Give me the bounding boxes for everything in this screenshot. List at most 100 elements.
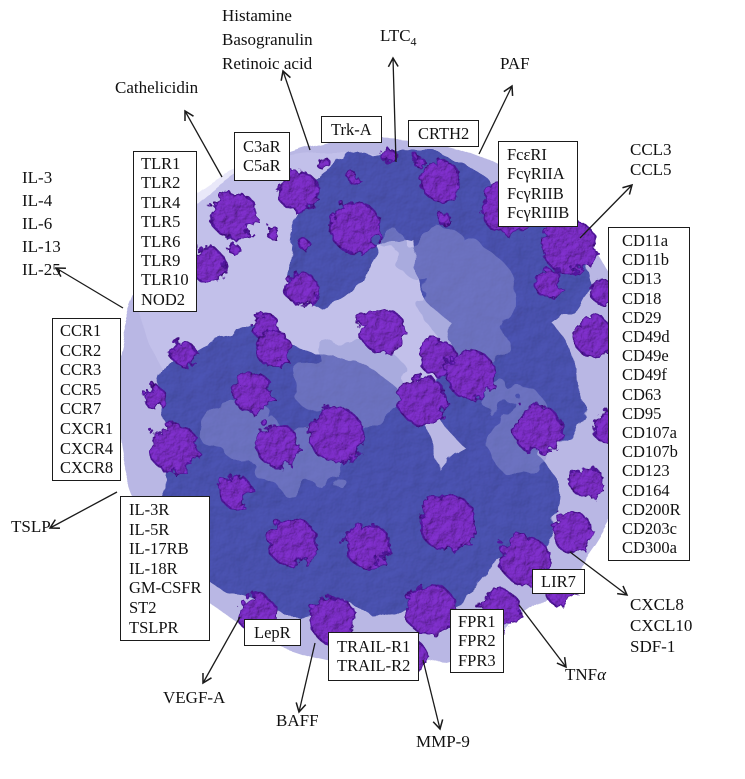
label-ltc4: LTC4 <box>380 26 417 49</box>
receptor-name: FcεRI <box>507 145 547 164</box>
receptor-name: TRAIL-R1 <box>337 637 411 656</box>
receptor-name: IL-18R <box>129 558 178 578</box>
receptor-name: FPR3 <box>458 650 496 670</box>
receptor-name: IL-17RB <box>129 539 189 559</box>
mediator-name: Retinoic acid <box>222 54 313 73</box>
receptor-name: FPR1 <box>458 612 496 631</box>
label-interleukins: IL-3 IL-4 IL-6 IL-13 IL-25 <box>22 166 61 281</box>
receptor-name: TLR4 <box>141 192 181 212</box>
receptor-name: TLR9 <box>141 251 181 271</box>
cd-marker-name: CD11a <box>622 231 669 250</box>
receptor-name: Trk-A <box>331 120 372 139</box>
receptor-name: TLR6 <box>141 231 181 251</box>
receptor-name: ST2 <box>129 597 157 617</box>
arrow-cxcl <box>569 551 629 596</box>
mediator-name: CXCL10 <box>630 616 693 635</box>
mediator-name: IL-25 <box>22 260 61 279</box>
mediator-name: IL-13 <box>22 237 61 256</box>
receptor-name: NOD2 <box>141 289 185 309</box>
receptor-name: CXCR1 <box>60 418 114 438</box>
receptor-name: TLR1 <box>141 154 181 173</box>
label-paf: PAF <box>500 54 530 73</box>
receptor-name: CXCR8 <box>60 458 114 478</box>
cd-marker-name: CD13 <box>622 269 662 289</box>
receptor-name: TSLPR <box>129 617 179 637</box>
receptor-name: TRAIL-R2 <box>337 656 411 676</box>
receptor-name: GM-CSFR <box>129 578 202 598</box>
receptor-name: TLR10 <box>141 270 189 290</box>
cd-marker-name: CD95 <box>622 403 662 423</box>
cd-marker-name: CD18 <box>622 288 662 308</box>
crth2-receptor-box: CRTH2 <box>408 120 480 148</box>
cd-marker-name: CD107a <box>622 423 677 443</box>
receptor-name: IL-3R <box>129 500 170 519</box>
receptor-name: FcγRIIA <box>507 164 565 184</box>
receptor-name: CCR5 <box>60 379 102 399</box>
mediator-name: CXCL8 <box>630 595 684 614</box>
receptor-name: CXCR4 <box>60 438 114 458</box>
receptor-name: FcγRIIB <box>507 183 564 203</box>
cd-marker-name: CD123 <box>622 461 670 481</box>
receptor-name: FPR2 <box>458 631 496 651</box>
arrow-ltc4 <box>387 56 399 163</box>
granules <box>140 144 621 668</box>
annotation-arrows <box>48 56 634 731</box>
mediator-name: Basogranulin <box>222 30 313 49</box>
arrow-ccl <box>579 183 634 239</box>
label-ccl-chemokines: CCL3 CCL5 <box>630 140 672 180</box>
receptor-name: CCR7 <box>60 399 102 419</box>
mediator-name: Histamine <box>222 6 292 25</box>
receptor-name: C3aR <box>243 137 281 156</box>
label-cathelicidin: Cathelicidin <box>115 78 199 97</box>
arrow-paf <box>478 84 514 155</box>
receptor-name: LepR <box>254 623 291 642</box>
mediator-name: IL-6 <box>22 214 53 233</box>
receptor-name: CRTH2 <box>418 124 470 143</box>
cd-marker-name: CD164 <box>622 480 670 500</box>
receptor-name: TLR5 <box>141 212 181 232</box>
chemokine-receptor-box: CCR1 CCR2 CCR3 CCR5 CCR7 CXCR1 CXCR4 CXC… <box>52 318 122 481</box>
fc-receptor-box: FcεRI FcγRIIA FcγRIIB FcγRIIIB <box>498 141 579 227</box>
receptor-name: LIR7 <box>541 572 576 591</box>
receptor-name: FcγRIIIB <box>507 203 570 223</box>
receptor-name: CCR3 <box>60 360 102 380</box>
receptor-name: CCR1 <box>60 321 102 340</box>
label-vegfa: VEGF-A <box>163 688 226 707</box>
cd-marker-name: CD63 <box>622 384 662 404</box>
cd-marker-name: CD11b <box>622 250 670 270</box>
fpr-receptor-box: FPR1 FPR2 FPR3 <box>450 609 504 674</box>
lir7-receptor-box: LIR7 <box>532 569 585 595</box>
arrow-vegfa <box>202 616 241 685</box>
tlr-receptor-box: TLR1 TLR2 TLR4 TLR5 TLR6 TLR9 TLR10 NOD2 <box>133 151 197 313</box>
trail-receptor-box: TRAIL-R1 TRAIL-R2 <box>328 632 420 681</box>
cd-marker-box: CD11a CD11b CD13 CD18 CD29 CD49d CD49e C… <box>608 227 690 562</box>
arrow-cathelicidin <box>184 109 223 178</box>
receptor-name: TLR2 <box>141 173 181 193</box>
cd-marker-name: CD29 <box>622 307 662 327</box>
cd-marker-name: CD203c <box>622 519 677 539</box>
mediator-name: CCL5 <box>630 160 672 179</box>
receptor-name: IL-5R <box>129 519 170 539</box>
mediator-name: CCL3 <box>630 140 672 159</box>
receptor-name: C5aR <box>243 156 281 176</box>
arrow-tslp <box>48 491 118 529</box>
cd-marker-name: CD300a <box>622 538 677 558</box>
lepr-receptor-box: LepR <box>244 619 301 647</box>
arrow-histamine <box>280 69 311 151</box>
cytokine-receptor-box: IL-3R IL-5R IL-17RB IL-18R GM-CSFR ST2 T… <box>120 496 211 642</box>
trka-receptor-box: Trk-A <box>321 116 382 144</box>
label-baff: BAFF <box>276 711 319 730</box>
label-secreted-mediators: Histamine Basogranulin Retinoic acid <box>222 4 313 76</box>
mediator-name: IL-3 <box>22 168 53 187</box>
label-tslp: TSLP <box>11 517 51 536</box>
cd-marker-name: CD49f <box>622 365 667 385</box>
cd-marker-name: CD200R <box>622 499 681 519</box>
cd-marker-name: CD49d <box>622 327 670 347</box>
label-cxcl-chemokines: CXCL8 CXCL10 SDF-1 <box>630 594 692 657</box>
receptor-name: CCR2 <box>60 340 102 360</box>
cd-marker-name: CD49e <box>622 346 669 366</box>
mediator-name: SDF-1 <box>630 637 676 656</box>
label-tnfa: TNFα <box>565 665 607 684</box>
